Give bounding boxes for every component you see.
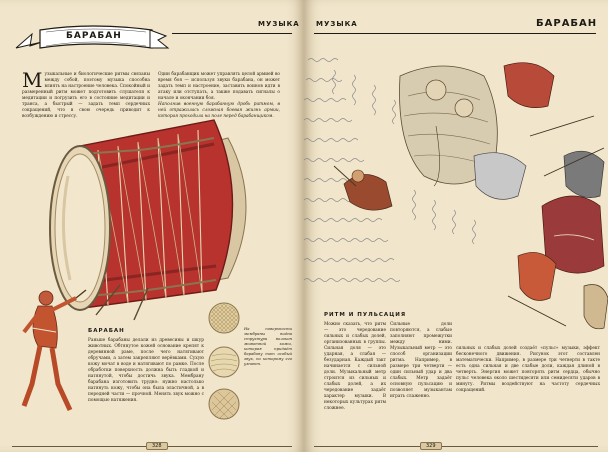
- rhythm-paragraph-col3: сильных и слабых долей создаёт «пульс» м…: [456, 346, 600, 393]
- drum-section-paragraph: Раньше барабаны делали из древесины и шк…: [88, 338, 204, 403]
- drum-caption: Наполнив военную барабанную дробь ритмом…: [158, 102, 280, 119]
- rhythm-paragraph-col1: Можно сказать, что ритм — это чередовани…: [324, 322, 386, 411]
- sound-waves-icon: [304, 58, 476, 282]
- weave-texture-swatch-icon: [208, 388, 240, 420]
- right-page: МУЗЫКА БАРАБАН: [304, 0, 608, 452]
- header-section-label: МУЗЫКА: [316, 20, 358, 28]
- rhythm-section-title: РИТМ И ПУЛЬСАЦИЯ: [324, 312, 407, 318]
- fiber-texture-swatch-icon: [208, 346, 240, 378]
- right-banner-title: БАРАБАН: [536, 18, 598, 29]
- banner-title: БАРАБАН: [66, 31, 122, 41]
- warrior-horde-illustration-icon: [333, 62, 608, 330]
- drum-illustration-icon: [49, 119, 247, 321]
- skin-texture-swatch-icon: [208, 302, 240, 334]
- page-number: 329: [420, 442, 442, 450]
- header-rule: [314, 33, 596, 34]
- footer-rule: [314, 446, 598, 447]
- texture-side-caption: На поверхности мембраны видна структура …: [244, 326, 292, 366]
- drummer-figure-icon: [21, 289, 87, 412]
- rhythm-paragraph-col2: Сильные доли повторяются, а слабые запол…: [390, 322, 452, 399]
- column-two-paragraph: Один барабанщик может управлять целой ар…: [158, 72, 280, 101]
- header-rule: [172, 33, 292, 34]
- header-section-label: МУЗЫКА: [258, 20, 300, 28]
- page-number: 328: [146, 442, 168, 450]
- drop-cap: М: [22, 68, 43, 92]
- banner-ribbon-icon: [15, 25, 170, 49]
- drum-section-title: БАРАБАН: [88, 328, 125, 334]
